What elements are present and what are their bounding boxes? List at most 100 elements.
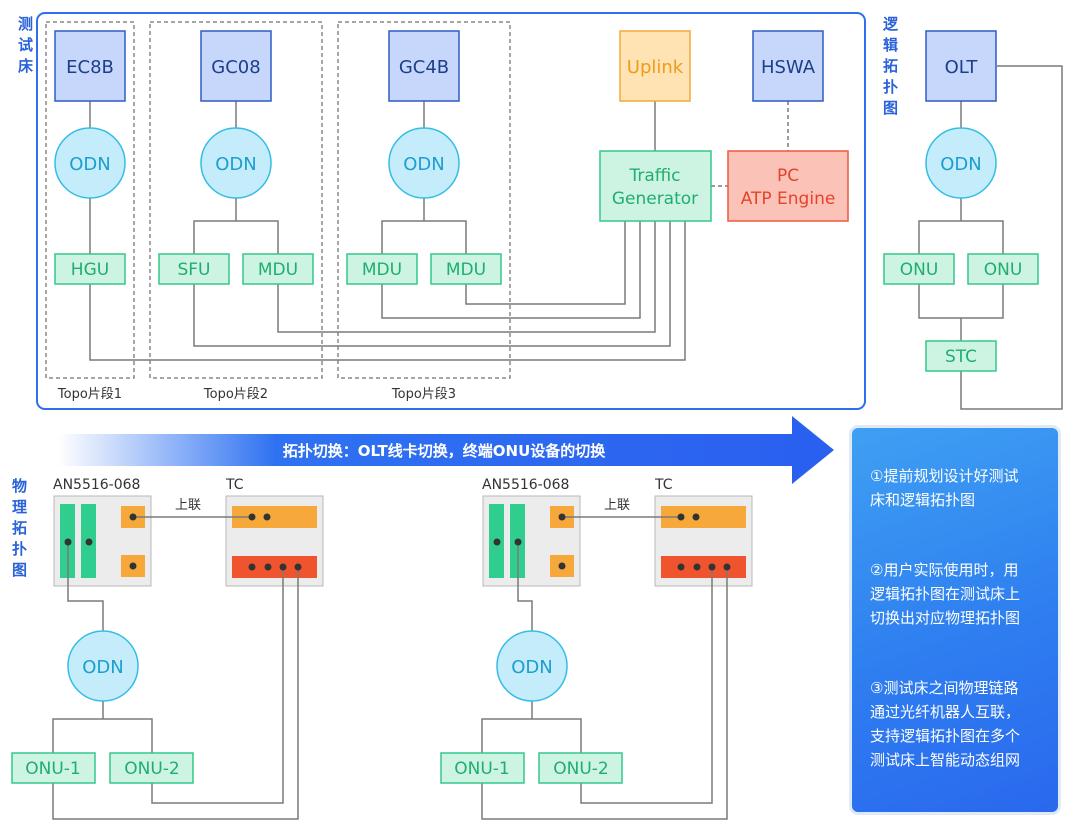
physical-onu-box [538,752,623,784]
note-line: 通过光纤机器人互联， [870,703,1021,721]
port-dot [294,563,302,571]
topology-switch-banner: 拓扑切换：OLT线卡切换，终端ONU设备的切换 [58,416,834,484]
physical-onu-box [109,752,194,784]
note-3: ③测试床之间物理链路 通过光纤机器人互联， 支持逻辑拓扑图在多个 测试床上智能动… [870,676,1042,772]
port-dot [677,513,685,521]
device-label: SFU [177,260,210,280]
port-dot [264,563,272,571]
side-char: 图 [12,561,27,579]
segment-1-box [45,21,135,379]
device-box [54,253,126,285]
physical-links [52,516,299,820]
note-line: ③测试床之间物理链路 [870,679,1019,697]
hswa-box [752,30,824,102]
device-label: HGU [71,260,109,280]
note-line: 逻辑拓扑图在测试床上 [870,585,1021,603]
logical-olt-box [925,30,997,102]
hswa-label: HSWA [761,57,816,78]
port-dot [263,513,271,521]
logical-onu-label: ONU [900,260,939,280]
logical-side-label: 逻 辑 拓 扑 图 [883,15,899,117]
side-char: 理 [12,498,27,516]
olt-box [54,30,126,102]
port-dot [64,538,72,546]
physical-onu-label: ONU-1 [25,759,81,779]
physical-side-label: 物 理 拓 扑 图 [12,477,27,579]
tc-uplink-port-bar [661,506,746,528]
pc-engine-label: ATP Engine [741,189,836,209]
odn-circle [54,127,126,199]
side-char: 扑 [883,78,898,96]
odn-label: ODN [403,154,445,175]
segment-3-box [337,21,511,379]
physical-olt-label: AN5516-068 [53,477,140,493]
port-dot [129,562,137,570]
note-line: 切换出对应物理拓扑图 [870,609,1021,627]
olt-label: GC4B [399,57,449,78]
olt-box [200,30,272,102]
note-line: 测试床上智能动态组网 [870,751,1021,769]
note-line: 支持逻辑拓扑图在多个 [870,727,1021,745]
port-dot [692,513,700,521]
port-dot [514,538,522,546]
side-char: 逻 [883,15,899,33]
note-1: ①提前规划设计好测试 床和逻辑拓扑图 [870,464,1042,512]
port-dot [248,513,256,521]
side-char: 图 [883,99,898,117]
side-char: 测 [18,15,33,33]
testbed-links [89,101,789,361]
physical-odn-circle [496,630,568,702]
port-dot [558,562,566,570]
port-dot [248,563,256,571]
port-dot [723,563,731,571]
note-line: ①提前规划设计好测试 [870,467,1019,485]
note-line: 床和逻辑拓扑图 [870,491,976,509]
physical-topology-2: AN5516-068 TC 上联 [440,477,753,820]
pc-engine-box [727,150,849,222]
physical-onu-label: ONU-2 [553,759,609,779]
tc-port-bar [232,556,317,578]
device-box [346,253,418,285]
odn-label: ODN [69,154,111,175]
banner-text: 拓扑切换：OLT线卡切换，终端ONU设备的切换 [283,442,607,460]
device-box [158,253,230,285]
logical-onu-box [967,253,1039,285]
odn-circle [388,127,460,199]
uplink-link-label: 上联 [604,498,630,513]
physical-odn-circle [67,630,139,702]
device-label: MDU [446,260,486,280]
port-dot [85,538,93,546]
uplink-link-label: 上联 [175,498,201,513]
port-dot [558,513,566,521]
port-dot [493,538,501,546]
physical-topology-1: AN5516-068 TC 上联 [11,477,324,820]
physical-onu-label: ONU-2 [124,759,180,779]
olt-label: GC08 [211,57,260,78]
uplink-box [619,30,691,102]
odn-circle [200,127,272,199]
side-char: 床 [18,57,34,75]
logical-odn-circle [925,127,997,199]
banner-arrow [58,416,834,484]
port-dot [677,563,685,571]
port-dot [279,563,287,571]
port-dot [129,513,137,521]
tc-uplink-port-bar [232,506,317,528]
port-dot [708,563,716,571]
stc-label: STC [945,347,977,367]
physical-onu-box [11,752,96,784]
physical-olt-label: AN5516-068 [482,477,569,493]
uplink-label: Uplink [627,57,684,78]
note-2: ②用户实际使用时，用 逻辑拓扑图在测试床上 切换出对应物理拓扑图 [870,558,1042,630]
side-char: 扑 [12,540,27,558]
port-dot [693,563,701,571]
device-box [242,253,314,285]
testbed-frame [36,12,866,410]
segment-1-label: Topo片段1 [57,387,122,402]
side-char: 辑 [883,36,898,54]
device-label: MDU [258,260,298,280]
logical-onu-box [883,253,955,285]
segment-2-label: Topo片段2 [203,387,268,402]
tc-port-bar [661,556,746,578]
